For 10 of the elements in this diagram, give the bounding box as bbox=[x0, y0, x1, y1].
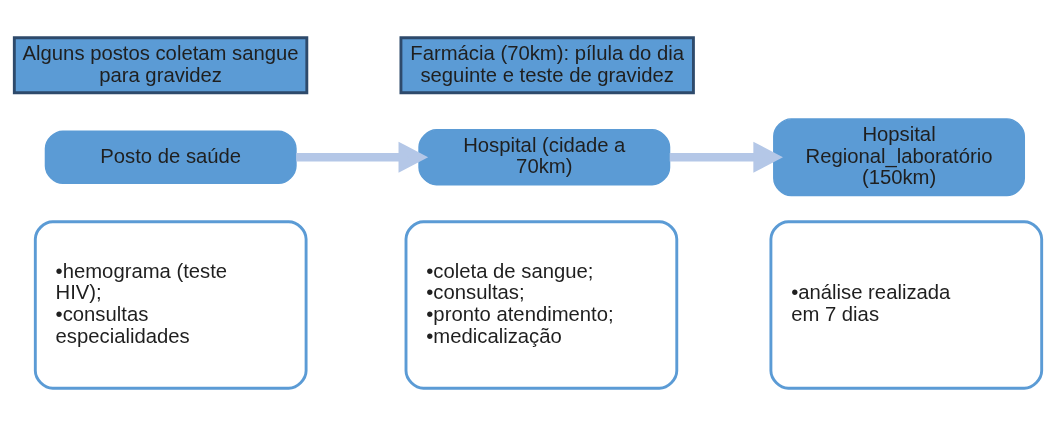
arrow bbox=[296, 141, 429, 173]
node-box: •análise realizada em 7 dias bbox=[769, 219, 1044, 390]
node-box: •hemograma (teste HIV); •consultas especialidades bbox=[33, 219, 308, 390]
node-box: •coleta de sangue; •consultas; •pronto atendimento; •medicalização bbox=[404, 219, 679, 390]
node-box: Hospital (cidade a 70km) bbox=[418, 128, 671, 185]
node-box: Posto de saúde bbox=[44, 129, 297, 184]
node-box: Farmácia (70km): pílula do dia seguinte e teste de gravidez bbox=[399, 35, 695, 94]
arrow bbox=[669, 141, 783, 173]
node-box: Hopsital Regional_laboratório (150km) bbox=[773, 117, 1026, 196]
node-box: Alguns postos coletam sangue para gravidez bbox=[12, 35, 309, 94]
